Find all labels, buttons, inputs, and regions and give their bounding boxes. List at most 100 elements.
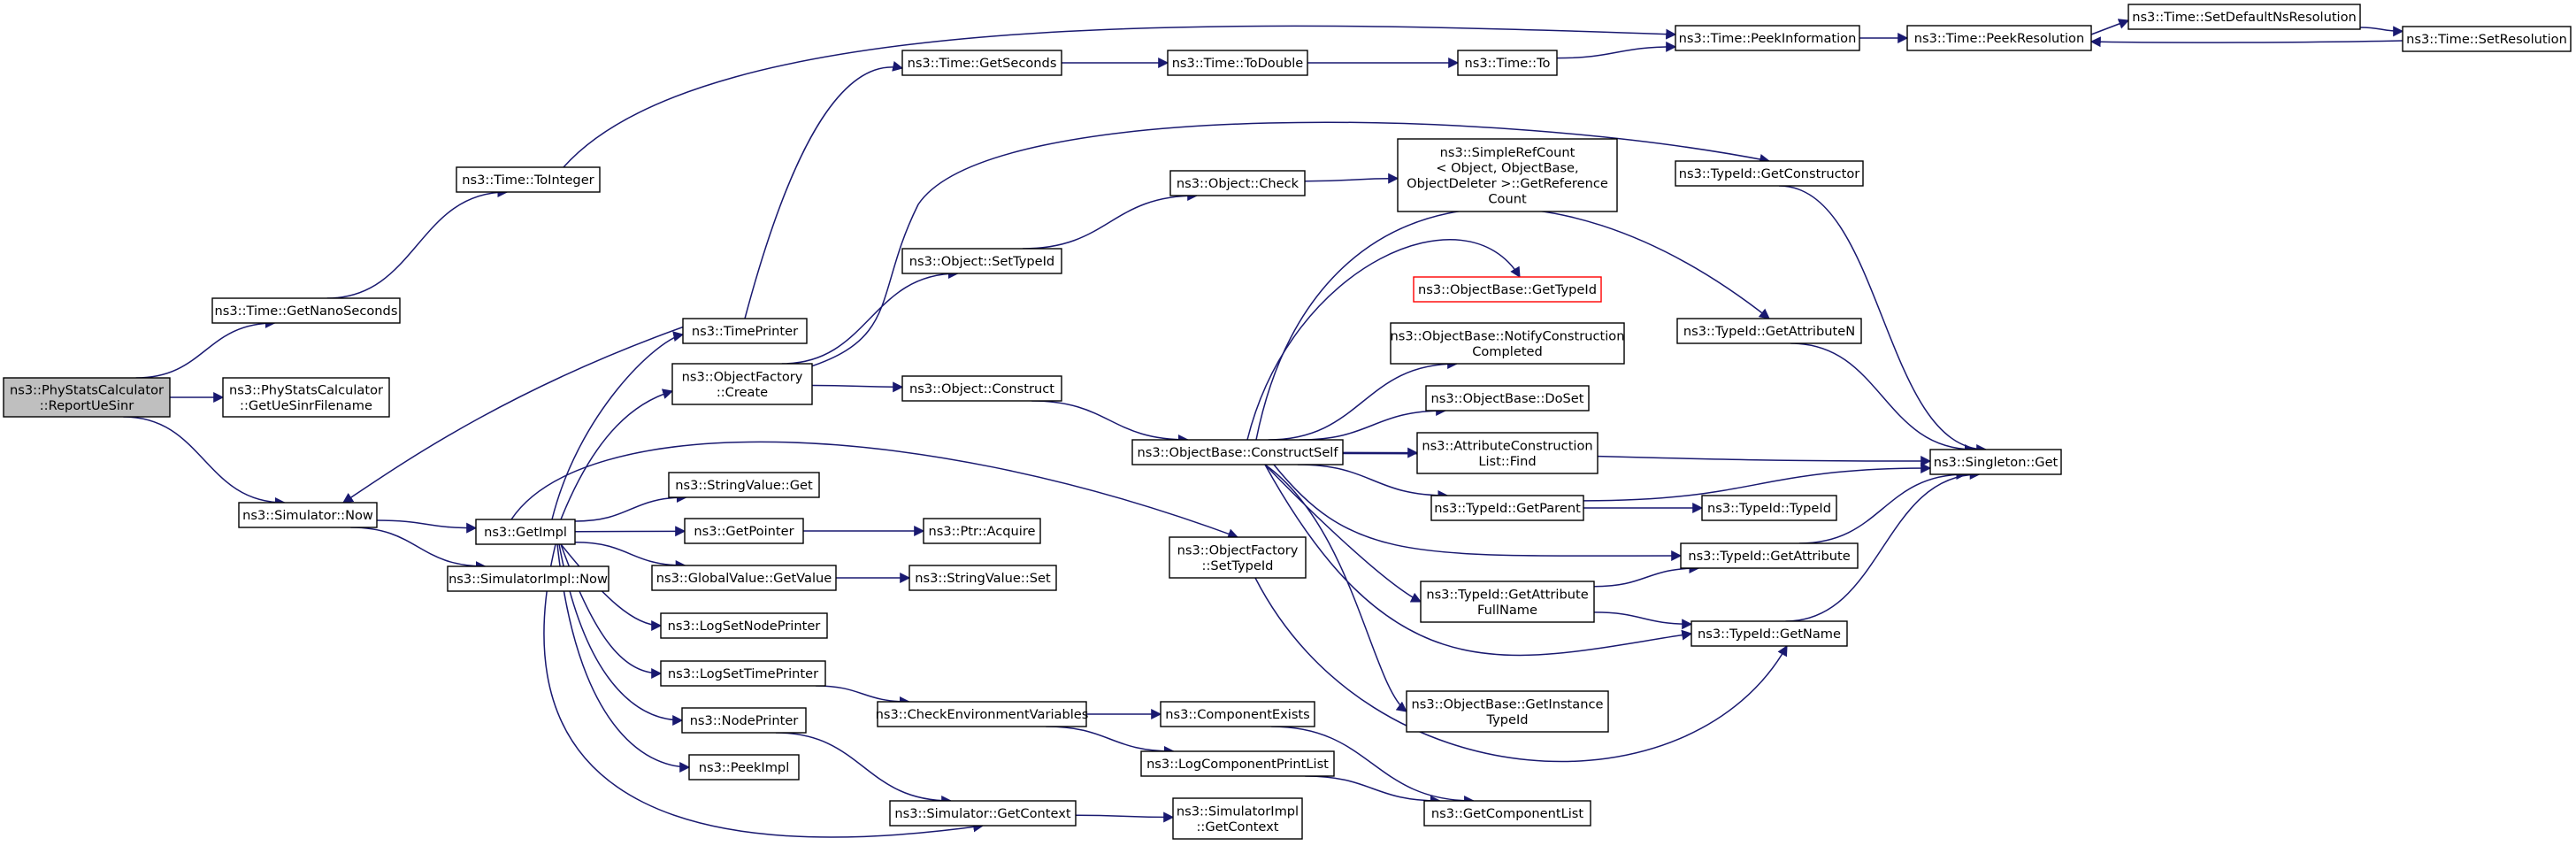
node-construct-self[interactable]: ns3::ObjectBase::ConstructSelf (1131, 439, 1344, 465)
node-to-integer[interactable]: ns3::Time::ToInteger (456, 166, 601, 193)
node-label: ns3::TypeId::TypeId (1707, 501, 1831, 516)
node-peek-information[interactable]: ns3::Time::PeekInformation (1675, 25, 1860, 51)
node-log-set-node-printer[interactable]: ns3::LogSetNodePrinter (660, 612, 828, 639)
edge-typeIdGetName-to-singletonGet (1785, 469, 1981, 622)
edge-getImpl-to-factorySetTypeId (510, 441, 1239, 539)
node-string-value-set[interactable]: ns3::StringValue::Set (908, 565, 1057, 591)
node-ob-get-type-id[interactable]: ns3::ObjectBase::GetTypeId (1413, 276, 1602, 303)
node-node-printer[interactable]: ns3::NodePrinter (681, 707, 807, 734)
node-box (1929, 449, 2062, 475)
node-object-construct[interactable]: ns3::Object::Construct (901, 375, 1062, 402)
node-box (1413, 276, 1602, 303)
node-label: ns3::Time::SetDefaultNsResolution (2132, 10, 2357, 25)
node-factory-set-type-id[interactable]: ns3::ObjectFactory::SetTypeId (1169, 536, 1307, 579)
edge-typeIdGetAttrFullName-to-typeIdGetName (1593, 611, 1693, 630)
node-label: ns3::TypeId::GetName (1698, 627, 1841, 642)
node-label: ::GetContext (1196, 819, 1278, 834)
node-label: ns3::ObjectFactory (1177, 542, 1299, 558)
edge-root-to-simulatorNow (123, 416, 286, 508)
node-type-id-get-parent[interactable]: ns3::TypeId::GetParent (1430, 495, 1584, 521)
edge-typeIdGetConstructor-to-singletonGet (1778, 185, 1988, 455)
node-time-printer[interactable]: ns3::TimePrinter (682, 318, 808, 344)
node-box (682, 318, 808, 344)
node-time-to[interactable]: ns3::Time::To (1457, 50, 1558, 76)
node-box (688, 754, 800, 781)
node-ob-notify[interactable]: ns3::ObjectBase::NotifyConstructionCompl… (1390, 322, 1625, 365)
edge-peekResolution-to-setDefaultNsResolution (2090, 19, 2130, 35)
node-box (684, 518, 804, 544)
node-box (671, 363, 813, 405)
node-get-impl[interactable]: ns3::GetImpl (475, 519, 576, 545)
node-object-set-type-id[interactable]: ns3::Object::SetTypeId (901, 248, 1062, 274)
node-to-double[interactable]: ns3::Time::ToDouble (1167, 50, 1308, 76)
node-get-nano-seconds[interactable]: ns3::Time::GetNanoSeconds (211, 297, 401, 324)
edge-typeIdGetParent-to-singletonGet (1583, 462, 1932, 502)
node-set-resolution[interactable]: ns3::Time::SetResolution (2402, 26, 2572, 52)
node-get-pointer[interactable]: ns3::GetPointer (684, 518, 804, 544)
node-check-env-vars[interactable]: ns3::CheckEnvironmentVariables (876, 701, 1089, 727)
node-label: ns3::TypeId::GetAttributeN (1683, 324, 1855, 339)
edge-simulatorNow-to-getImpl (376, 519, 478, 534)
node-label: ns3::Ptr::Acquire (928, 524, 1035, 539)
node-label: ns3::Simulator::GetContext (894, 806, 1070, 821)
node-get-component-list[interactable]: ns3::GetComponentList (1423, 800, 1591, 827)
node-simulator-get-context[interactable]: ns3::Simulator::GetContext (889, 800, 1077, 827)
node-singleton-get[interactable]: ns3::Singleton::Get (1929, 449, 2062, 475)
node-type-id-get-name[interactable]: ns3::TypeId::GetName (1690, 620, 1848, 647)
node-get-ue-sinr-filename[interactable]: ns3::PhyStatsCalculator::GetUeSinrFilena… (222, 377, 390, 418)
node-object-factory-create[interactable]: ns3::ObjectFactory::Create (671, 363, 813, 405)
node-peek-impl[interactable]: ns3::PeekImpl (688, 754, 800, 781)
node-object-check[interactable]: ns3::Object::Check (1169, 170, 1306, 196)
node-log-set-time-printer[interactable]: ns3::LogSetTimePrinter (660, 660, 826, 687)
node-label: ns3::LogSetNodePrinter (668, 619, 821, 634)
node-type-id-type-id[interactable]: ns3::TypeId::TypeId (1701, 495, 1837, 521)
edge-simulatorGetContext-to-simImplGetContext (1075, 811, 1175, 823)
node-box (2128, 4, 2361, 30)
node-set-default-ns-resolution[interactable]: ns3::Time::SetDefaultNsResolution (2128, 4, 2361, 30)
node-box (3, 377, 171, 418)
node-box (211, 297, 401, 324)
node-get-seconds[interactable]: ns3::Time::GetSeconds (901, 50, 1062, 76)
node-log-component-print-list[interactable]: ns3::LogComponentPrintList (1140, 750, 1335, 777)
node-type-id-get-attribute-n[interactable]: ns3::TypeId::GetAttributeN (1676, 318, 1862, 344)
node-label: ns3::GetImpl (484, 525, 567, 540)
node-simple-ref-count[interactable]: ns3::SimpleRefCount< Object, ObjectBase,… (1397, 138, 1618, 212)
node-label: ns3::Object::Check (1177, 176, 1300, 191)
node-box (1676, 318, 1862, 344)
node-type-id-get-attribute[interactable]: ns3::TypeId::GetAttribute (1680, 542, 1859, 569)
node-label: ns3::Singleton::Get (1934, 455, 2058, 470)
node-box (1680, 542, 1859, 569)
node-box (1420, 581, 1595, 623)
node-label: ns3::Time::PeekInformation (1679, 31, 1857, 46)
node-ptr-acquire[interactable]: ns3::Ptr::Acquire (923, 518, 1041, 544)
node-label: ObjectDeleter >::GetReference (1407, 176, 1608, 191)
node-label: List::Find (1478, 454, 1536, 469)
node-type-id-get-constructor[interactable]: ns3::TypeId::GetConstructor (1675, 160, 1864, 187)
node-global-value-get-value[interactable]: ns3::GlobalValue::GetValue (651, 565, 837, 591)
node-ob-do-set[interactable]: ns3::ObjectBase::DoSet (1425, 385, 1590, 411)
node-string-value-get[interactable]: ns3::StringValue::Get (668, 472, 820, 498)
node-label: ns3::GlobalValue::GetValue (656, 571, 832, 586)
node-label: ns3::SimulatorImpl (1177, 804, 1299, 819)
node-root[interactable]: ns3::PhyStatsCalculator::ReportUeSinr (3, 377, 171, 418)
node-component-exists[interactable]: ns3::ComponentExists (1160, 701, 1315, 727)
node-label: ns3::TypeId::GetConstructor (1679, 166, 1860, 181)
node-box (923, 518, 1041, 544)
node-label: Count (1488, 191, 1527, 206)
node-simulator-impl-now[interactable]: ns3::SimulatorImpl::Now (447, 565, 610, 592)
node-peek-resolution[interactable]: ns3::Time::PeekResolution (1906, 25, 2092, 51)
edge-getImpl-to-logSetTimePrinter (560, 543, 663, 679)
node-label: ns3::LogSetTimePrinter (668, 666, 818, 681)
node-box (889, 800, 1077, 827)
edge-objectFactoryCreate-to-typeIdGetConstructor (808, 121, 1771, 368)
node-simulator-now[interactable]: ns3::Simulator::Now (238, 502, 378, 528)
node-box (877, 701, 1087, 727)
node-label: ns3::ObjectBase::GetTypeId (1418, 282, 1597, 297)
node-sim-impl-get-context[interactable]: ns3::SimulatorImpl::GetContext (1172, 797, 1303, 840)
node-label: ns3::Time::ToInteger (462, 173, 594, 188)
node-box (475, 519, 576, 545)
edge-timeTo-to-peekInformation (1556, 41, 1677, 59)
